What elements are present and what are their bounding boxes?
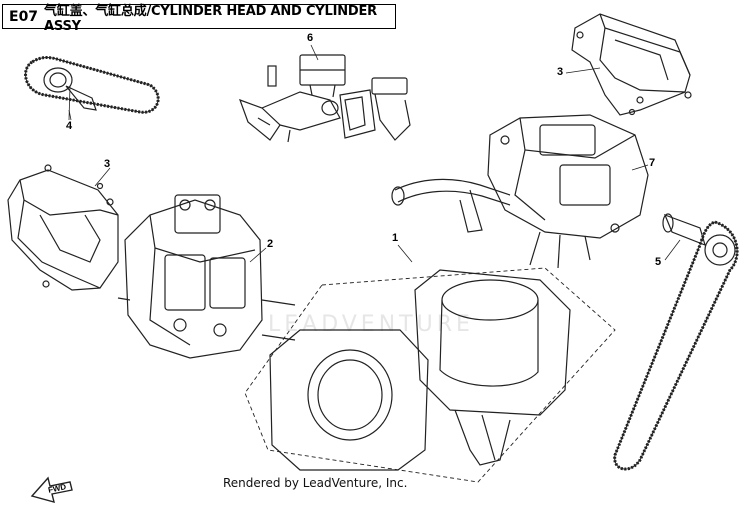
callout-7[interactable]: 7 xyxy=(649,157,656,169)
diagram-title-box: E07 气缸盖、气缸总成/CYLINDER HEAD AND CYLINDER … xyxy=(2,4,396,34)
callout-leaders xyxy=(68,44,681,263)
cylinder-1[interactable] xyxy=(244,267,616,483)
head-cover-3-left[interactable] xyxy=(7,164,119,291)
fwd-arrow-icon xyxy=(30,476,73,503)
callout-6[interactable]: 6 xyxy=(307,32,314,44)
cylinder-head-7[interactable] xyxy=(391,114,649,269)
callout-3-top[interactable]: 3 xyxy=(557,66,564,78)
callout-5[interactable]: 5 xyxy=(655,256,662,268)
callout-2[interactable]: 2 xyxy=(267,238,274,250)
camshaft-chain-5[interactable] xyxy=(613,213,739,471)
cylinder-head-2[interactable] xyxy=(117,194,296,359)
callout-4[interactable]: 4 xyxy=(66,120,73,132)
rendered-by-footer: Rendered by LeadVenture, Inc. xyxy=(223,476,408,490)
intake-manifold-6[interactable] xyxy=(238,54,411,143)
diagram-code: E07 xyxy=(9,8,39,25)
timing-chain-4[interactable] xyxy=(24,56,160,121)
watermark-text: LEADVENTURE xyxy=(268,312,474,337)
head-cover-3-top[interactable] xyxy=(571,13,692,116)
diagram-title: 气缸盖、气缸总成/CYLINDER HEAD AND CYLINDER ASSY xyxy=(44,3,377,34)
callout-1[interactable]: 1 xyxy=(392,232,399,244)
callout-3-left[interactable]: 3 xyxy=(104,158,111,170)
